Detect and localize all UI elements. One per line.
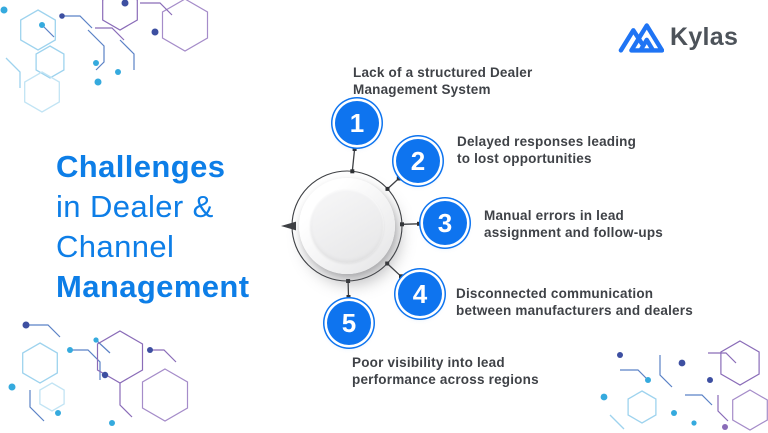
item-text-3-line-1: Manual errors in lead	[484, 208, 624, 223]
kylas-logo-icon	[618, 23, 664, 53]
step-badge-4: 4	[398, 272, 442, 316]
item-text-1-line-2: Management System	[353, 82, 491, 97]
kylas-logo-text: Kylas	[670, 22, 739, 51]
left-pointer-icon	[281, 221, 296, 231]
step-number-2: 2	[410, 145, 426, 176]
item-text-2: Delayed responses leading to lost opport…	[457, 133, 636, 167]
item-text-4: Disconnected communication between manuf…	[456, 285, 693, 319]
connector-dots	[346, 147, 421, 299]
item-text-3-line-2: assignment and follow-ups	[484, 225, 664, 240]
item-text-4-line-1: Disconnected communication	[456, 286, 654, 301]
page-title: Challenges in Dealer & Channel Managemen…	[56, 147, 249, 307]
item-text-2-line-2: to lost opportunities	[457, 151, 592, 166]
item-text-5-line-1: Poor visibility into lead	[352, 355, 505, 370]
step-number-3: 3	[437, 207, 453, 238]
item-text-4-line-2: between manufacturers and dealers	[456, 303, 693, 318]
step-badge-1: 1	[335, 101, 379, 145]
title-line-3: Channel	[56, 229, 175, 264]
step-badge-5: 5	[327, 301, 371, 345]
step-badge-2: 2	[396, 139, 440, 183]
title-line-1: Challenges	[56, 149, 226, 184]
item-text-2-line-1: Delayed responses leading	[457, 134, 637, 149]
step-number-4: 4	[412, 278, 428, 309]
kylas-logo: Kylas	[618, 17, 738, 57]
item-text-5-line-2: performance across regions	[352, 372, 539, 387]
step-badge-3: 3	[423, 201, 467, 245]
step-number-1: 1	[349, 107, 365, 138]
item-text-5: Poor visibility into lead performance ac…	[352, 354, 539, 388]
title-line-4: Management	[56, 269, 250, 304]
item-text-1: Lack of a structured Dealer Management S…	[353, 64, 532, 98]
title-line-2: in Dealer &	[56, 189, 214, 224]
center-knob	[299, 178, 395, 274]
item-text-3: Manual errors in lead assignment and fol…	[484, 207, 663, 241]
item-text-1-line-1: Lack of a structured Dealer	[353, 65, 533, 80]
center-knob-inner	[310, 189, 384, 263]
step-number-5: 5	[341, 307, 357, 338]
